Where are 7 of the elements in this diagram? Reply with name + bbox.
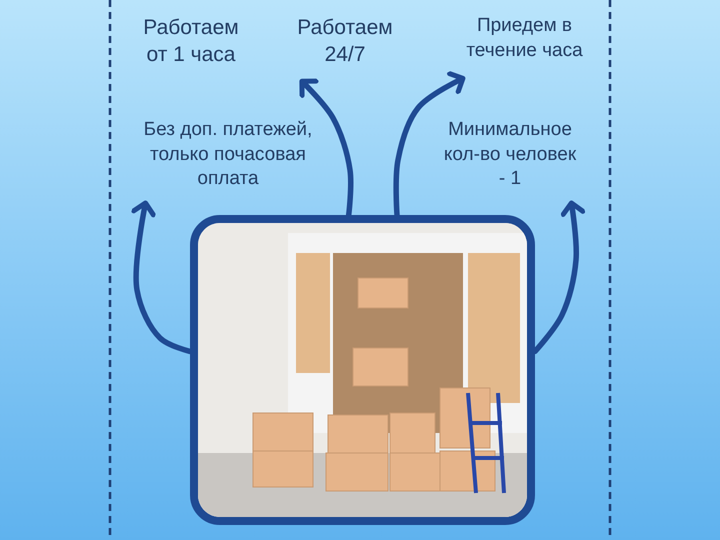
feature-text: Работаем от 1 часа <box>135 14 247 80</box>
feature-text: Приедем в течение часа <box>462 14 587 104</box>
feature-text: Минимальное кол-во человек - 1 <box>440 118 580 204</box>
curved-arrow <box>299 78 354 218</box>
feature-text: Работаем 24/7 <box>292 14 398 82</box>
curved-arrow <box>393 71 466 218</box>
feature-text: Без доп. платежей, только почасовая оплата <box>122 118 334 204</box>
